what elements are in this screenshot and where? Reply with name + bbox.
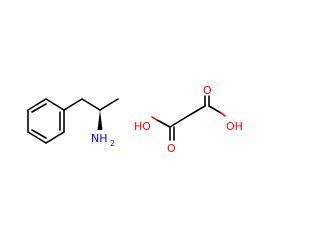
amine-group: NH 2 <box>91 132 115 148</box>
left-hydroxyl-label: HO <box>134 120 151 133</box>
amine-subscript: 2 <box>110 139 115 148</box>
left-carbonyl-oxygen-label: O <box>167 142 176 155</box>
stereo-wedge-bond <box>97 110 103 130</box>
ch2-ch-bond <box>81 98 101 111</box>
succinic-acid <box>151 95 226 141</box>
methyl-bond <box>99 98 119 111</box>
benzyl-bond <box>63 98 83 111</box>
right-hydroxyl-label: OH <box>226 120 243 133</box>
benzene-ring <box>27 98 65 144</box>
amine-label: NH <box>91 132 108 145</box>
structure-diagram: NH 2 HO O O OH <box>27 84 243 155</box>
right-carbonyl-oxygen-label: O <box>203 84 212 97</box>
